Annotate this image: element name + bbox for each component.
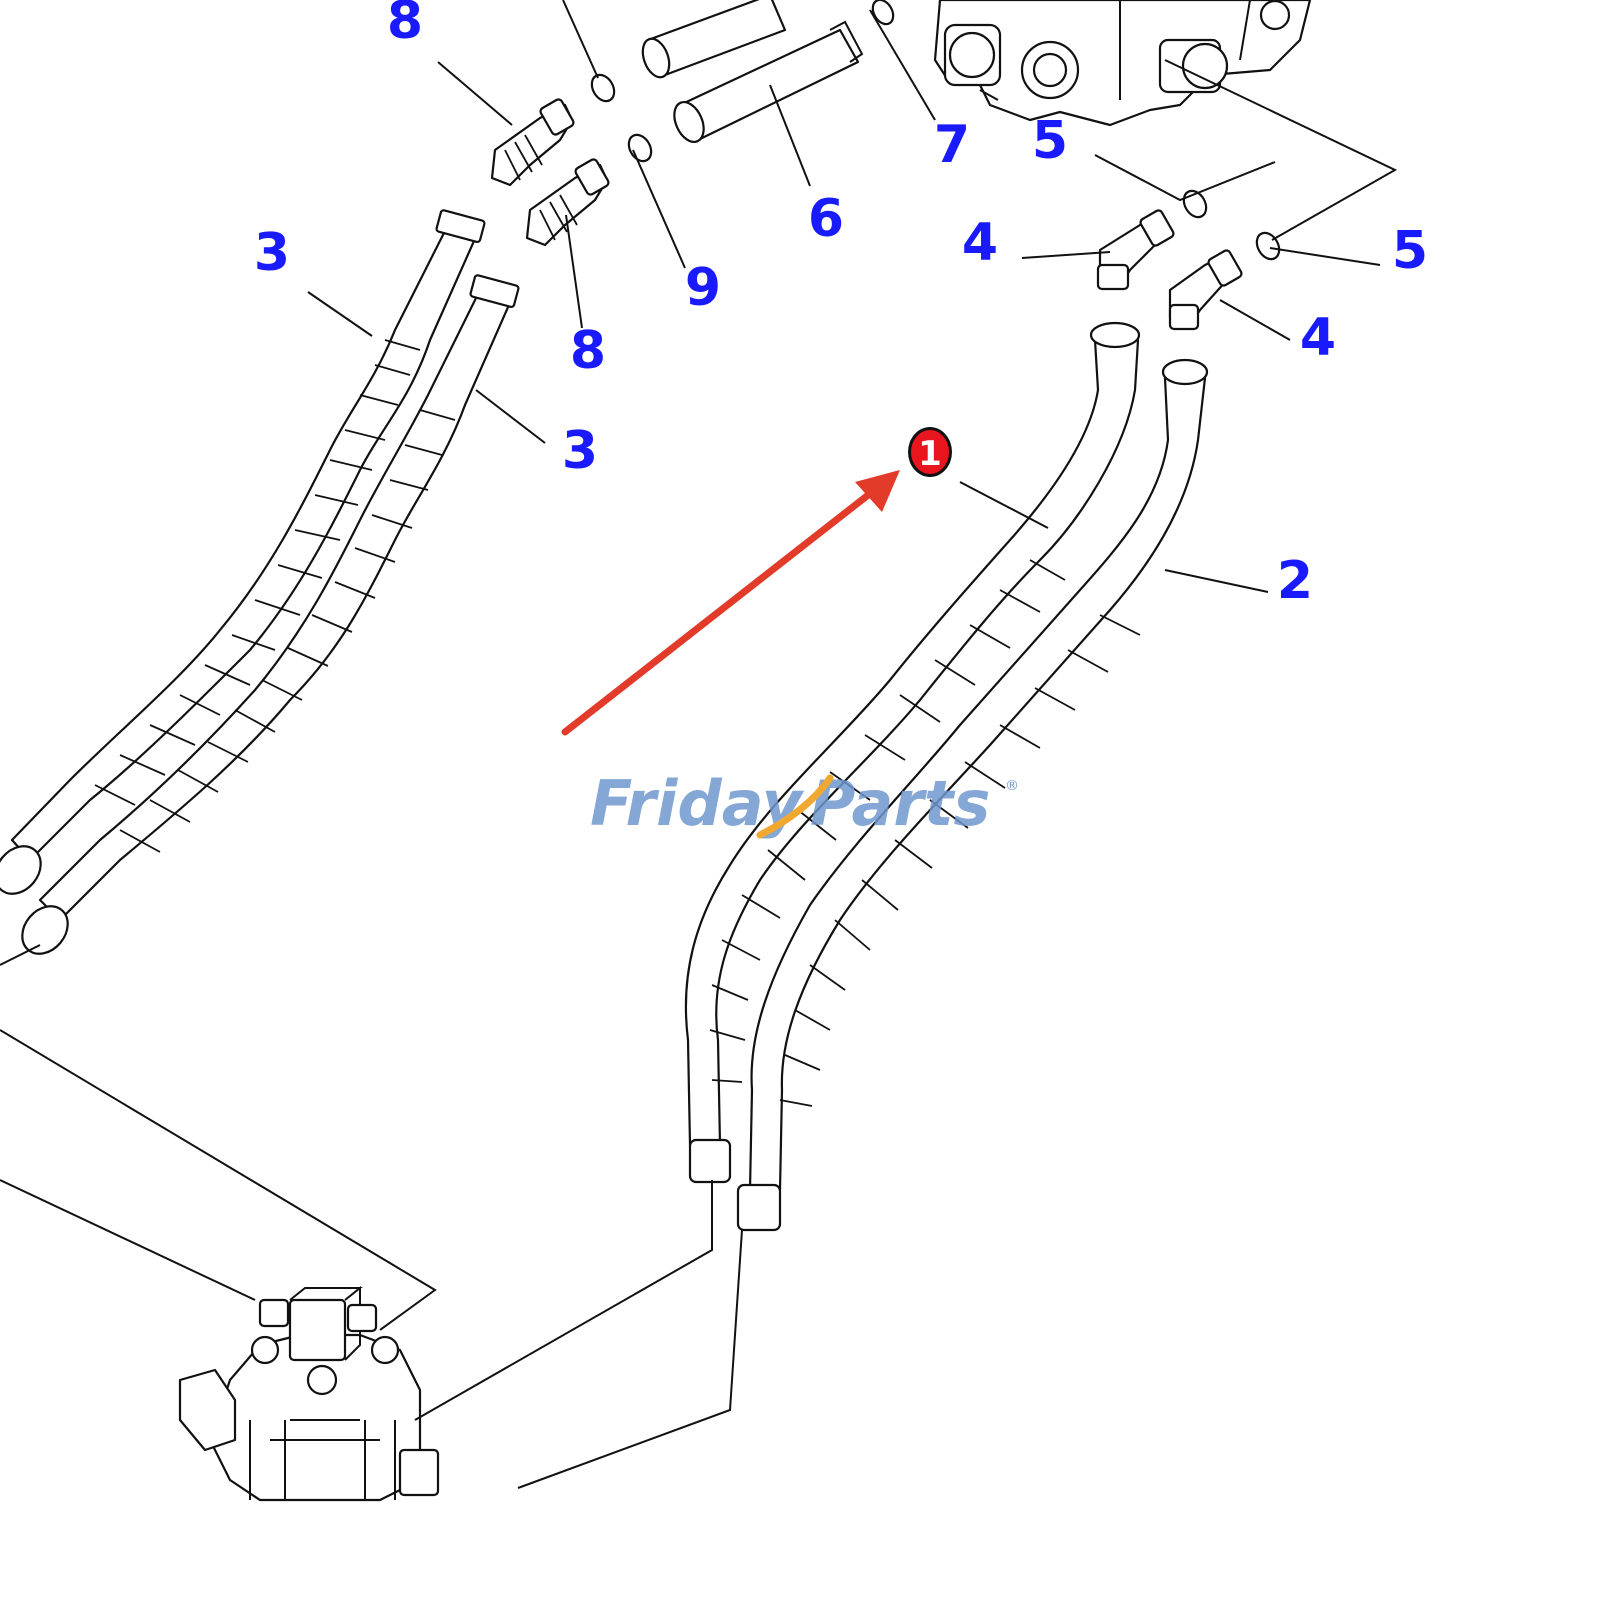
- watermark-registered: ®: [1005, 778, 1019, 794]
- hose-part-3-pair: [0, 209, 520, 955]
- elbow-fitting-4-right: [1168, 249, 1243, 331]
- callout-3-top: 3: [254, 223, 290, 283]
- callout-4-left: 4: [962, 213, 998, 273]
- callout-3-bottom: 3: [562, 421, 598, 481]
- callout-4-right: 4: [1300, 308, 1336, 368]
- elbow-fitting-4-left: [1096, 209, 1175, 291]
- callout-6: 6: [808, 189, 844, 249]
- hose-part-2: [736, 358, 1209, 1232]
- elbow-fitting-8-upper: [490, 98, 575, 187]
- callout-7: 7: [934, 115, 970, 175]
- callout-5-right: 5: [1392, 221, 1428, 281]
- hose-part-1: [684, 321, 1141, 1184]
- lower-valve-assembly: [178, 1285, 440, 1502]
- callout-labels: 8 8 7 5 6 4 5 3 9 4 3 2: [254, 0, 1428, 611]
- watermark-logo: Friday Parts ®: [590, 767, 1019, 840]
- highlight-arrow: [561, 470, 900, 736]
- highlight-label: 1: [918, 434, 942, 474]
- callout-8-top: 8: [387, 0, 423, 51]
- tube-part-6: [641, 0, 864, 143]
- callout-8-bottom: 8: [570, 321, 606, 381]
- callout-2: 2: [1277, 551, 1313, 611]
- elbow-fitting-8-lower: [525, 158, 610, 247]
- watermark-swoosh-icon: [756, 774, 834, 839]
- highlight-badge[interactable]: 1: [908, 427, 952, 477]
- watermark-text-right: Parts: [810, 767, 990, 840]
- callout-5-top: 5: [1032, 111, 1068, 171]
- valve-block: [933, 0, 1312, 127]
- callout-9: 9: [685, 258, 721, 318]
- leader-lines: [0, 0, 1398, 1489]
